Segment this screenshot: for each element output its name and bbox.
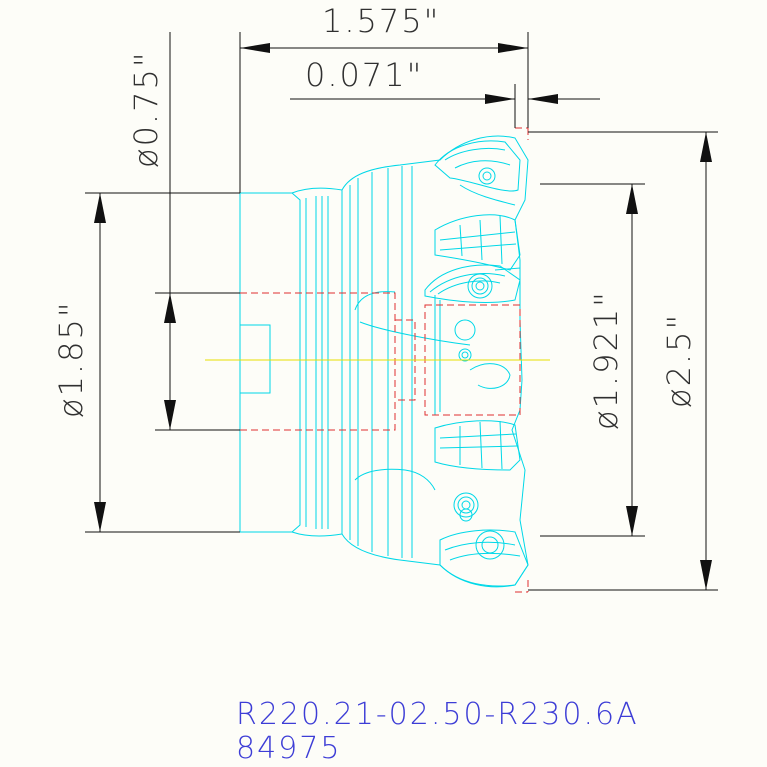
cutter-body-outline <box>239 135 529 588</box>
dim-shank-label: ø0.75" <box>127 50 165 168</box>
dim-pitch-label: ø1.921" <box>587 290 625 430</box>
dim-cutting-label: ø2.5" <box>660 313 698 408</box>
part-number: R220.21-02.50-R230.6A <box>236 697 639 732</box>
dimension-lines <box>85 32 718 591</box>
dim-body-label: ø1.85" <box>52 300 90 418</box>
dim-offset-label: 0.071" <box>305 56 423 94</box>
part-id: 84975 <box>236 731 342 766</box>
dim-length-label: 1.575" <box>322 2 440 40</box>
